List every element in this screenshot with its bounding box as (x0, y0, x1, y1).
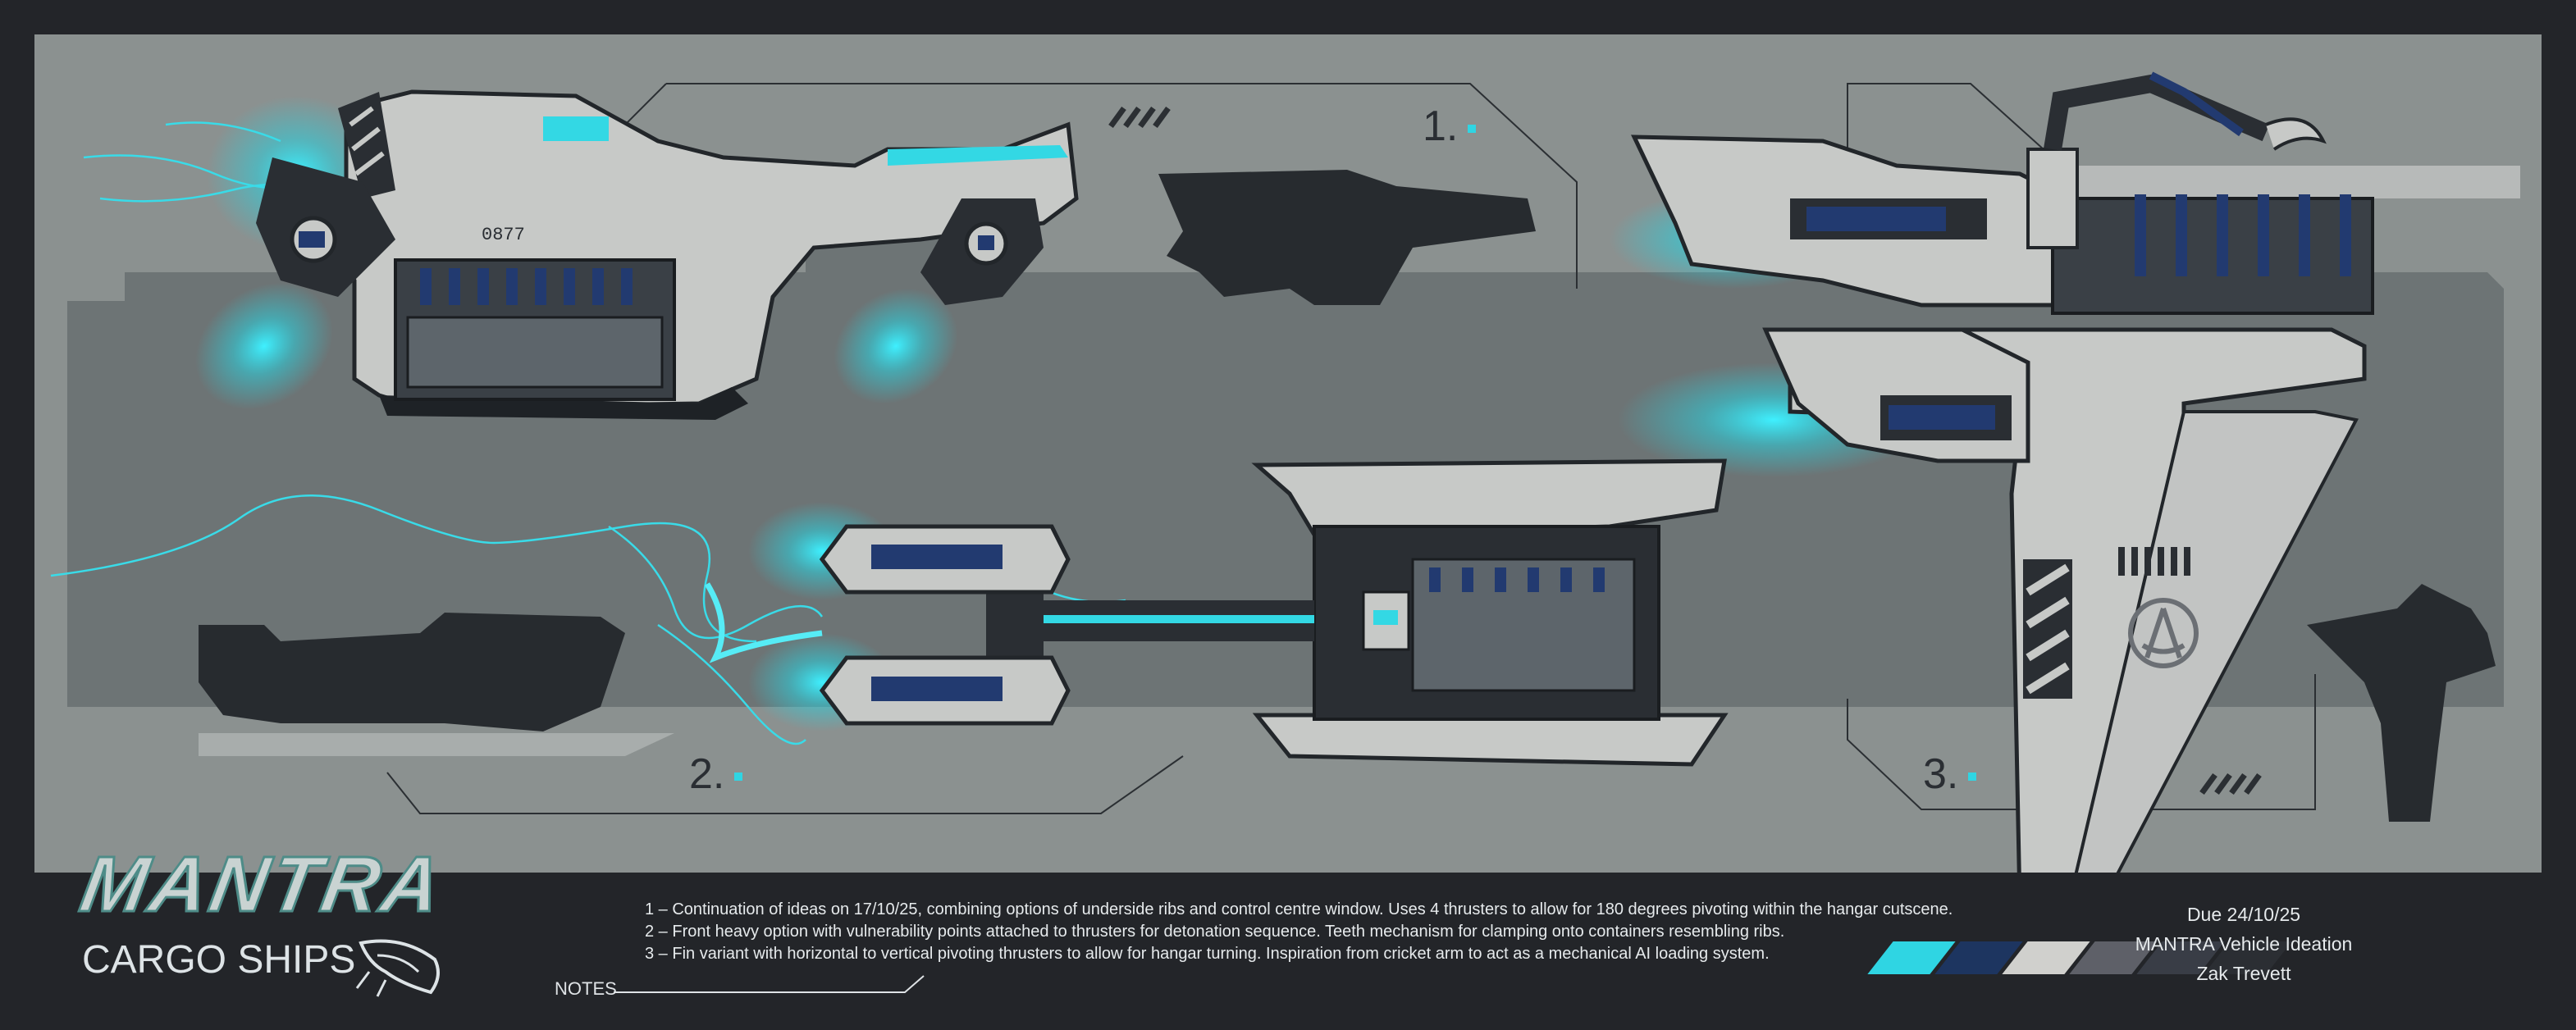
note-line-3: 3 – Fin variant with horizontal to verti… (645, 945, 1770, 963)
ship-concept-1: 0877 (256, 89, 1079, 420)
ship-3-silhouette (2307, 584, 2496, 822)
concept-label-3: 3. (1923, 750, 1977, 799)
ship-1-silhouette (1158, 170, 1536, 305)
mantra-emblem-icon (2128, 598, 2199, 668)
ship-concepts-art: 0877 (50, 71, 2520, 873)
notes-block: 1 – Continuation of ideas on 17/10/25, c… (645, 899, 1953, 965)
mantra-fish-logo-icon (355, 939, 440, 997)
note-line-2: 2 – Front heavy option with vulnerabilit… (645, 923, 1785, 941)
ship-serial: 0877 (482, 225, 525, 245)
ship-concept-2 (819, 458, 1729, 767)
notes-underline (614, 975, 925, 993)
background-stripe-2 (199, 733, 674, 756)
subtitle: CARGO SHIPS (82, 938, 356, 982)
mantra-logo-title: MANTRA (73, 840, 452, 930)
notes-label: NOTES (555, 978, 617, 999)
due-line: Due 24/10/25 (2186, 904, 2301, 925)
project-line: MANTRA Vehicle Ideation (2135, 933, 2353, 955)
ship-2-silhouette (199, 613, 625, 731)
ship-concept-3 (1630, 71, 2374, 873)
background-stripe (2069, 166, 2520, 198)
concept-label-1: 1. (1423, 102, 1477, 151)
illustration-panel: 0877 (34, 34, 2542, 873)
due-date: 24/10/25 (2227, 904, 2301, 925)
note-line-1: 1 – Continuation of ideas on 17/10/25, c… (645, 900, 1953, 918)
author-name: Zak Trevett (2196, 963, 2291, 984)
concept-label-2: 2. (689, 750, 743, 799)
